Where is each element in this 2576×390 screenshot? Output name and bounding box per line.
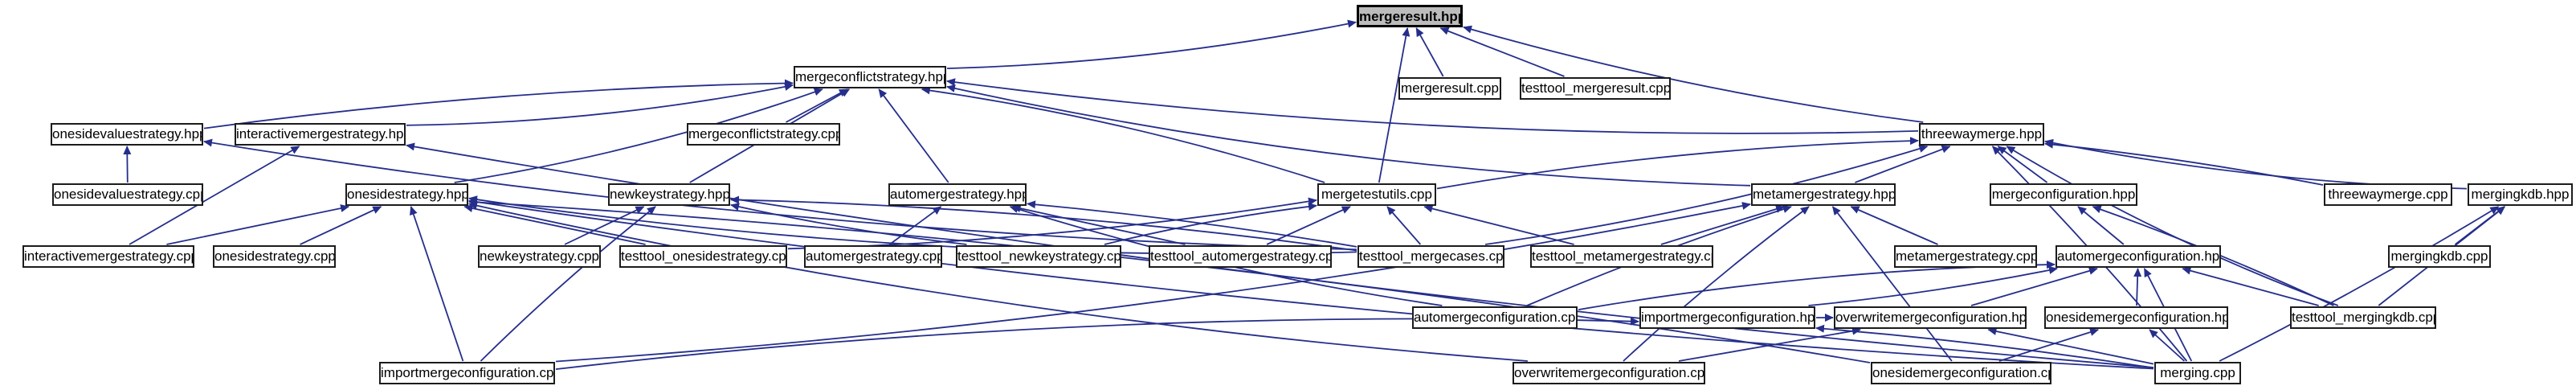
graph-node-metamergestrategy-hpp[interactable]: metamergestrategy.hpp (1751, 183, 1896, 206)
graph-node-testtool_onesidestrategy-cpp[interactable]: testtool_onesidestrategy.cpp (619, 245, 787, 268)
include-edge (1423, 204, 1574, 245)
graph-node-overwritemergeconfiguration-hpp[interactable]: overwritemergeconfiguration.hpp (1834, 306, 2027, 329)
include-edge (1987, 327, 2154, 365)
graph-node-threewaymerge-hpp[interactable]: threewaymerge.hpp (1919, 123, 2044, 146)
include-edge (123, 146, 132, 183)
include-edge (166, 204, 350, 245)
graph-node-mergingkdb-hpp[interactable]: mergingkdb.hpp (2468, 183, 2573, 206)
include-edge (1831, 206, 1953, 362)
include-edge (1660, 205, 1786, 245)
graph-node-onesidemergeconfiguration-cpp[interactable]: onesidemergeconfiguration.cpp (1871, 362, 2051, 384)
graph-node-threewaymerge-cpp[interactable]: threewaymerge.cpp (2324, 183, 2452, 206)
include-edge (203, 79, 794, 129)
graph-node-onesidestrategy-cpp[interactable]: onesidestrategy.cpp (213, 245, 336, 268)
graph-node-interactivemergestrategy-hpp[interactable]: interactivemergestrategy.hpp (235, 123, 406, 146)
graph-node-mergeresult-cpp[interactable]: mergeresult.cpp (1398, 77, 1501, 100)
graph-node-testtool_mergingkdb-cpp[interactable]: testtool_mergingkdb.cpp (2290, 306, 2436, 329)
graph-node-mergeconflictstrategy-hpp[interactable]: mergeconflictstrategy.hpp (794, 66, 946, 88)
include-edge (946, 84, 1751, 187)
graph-node-automergeconfiguration-cpp[interactable]: automergeconfiguration.cpp (1412, 306, 1578, 329)
include-edge (1484, 145, 1929, 245)
include-edge (946, 78, 1919, 134)
graph-node-merging-cpp[interactable]: merging.cpp (2154, 362, 2241, 384)
include-edge (468, 198, 1871, 363)
include-edge (300, 206, 382, 245)
graph-node-interactivemergestrategy-cpp[interactable]: interactivemergestrategy.cpp (22, 245, 194, 268)
include-edge (1415, 27, 1444, 77)
graph-node-onesidevaluestrategy-cpp[interactable]: onesidevaluestrategy.cpp (52, 183, 203, 206)
include-edge (480, 206, 656, 362)
graph-node-automergestrategy-cpp[interactable]: automergestrategy.cpp (804, 245, 942, 268)
include-edge (1850, 206, 1938, 245)
graph-node-automergeconfiguration-hpp[interactable]: automergeconfiguration.hpp (2055, 245, 2221, 268)
include-edge (129, 146, 300, 245)
include-edge (2133, 268, 2142, 306)
graph-node-onesidemergeconfiguration-hpp[interactable]: onesidemergeconfiguration.hpp (2044, 306, 2228, 329)
graph-node-testtool_mergeresult-cpp[interactable]: testtool_mergeresult.cpp (1520, 77, 1671, 100)
graph-node-mergeconfiguration-hpp[interactable]: mergeconfiguration.hpp (1990, 183, 2137, 206)
include-edge (1378, 27, 1410, 183)
include-edge (555, 202, 1751, 363)
graph-node-importmergeconfiguration-hpp[interactable]: importmergeconfiguration.hpp (1639, 306, 1815, 329)
graph-node-importmergeconfiguration-cpp[interactable]: importmergeconfiguration.cpp (379, 362, 555, 384)
include-edge (2219, 206, 2500, 362)
include-edge (410, 206, 464, 362)
include-edge (878, 88, 949, 183)
include-edge (1463, 25, 1924, 123)
graph-node-testtool_mergecases-cpp[interactable]: testtool_mergecases.cpp (1357, 245, 1504, 268)
graph-node-mergeresult-hpp[interactable]: mergeresult.hpp (1357, 5, 1463, 27)
include-edge (406, 83, 794, 126)
include-edge (1104, 202, 1317, 245)
include-edge (2182, 266, 2319, 306)
graph-node-onesidestrategy-hpp[interactable]: onesidestrategy.hpp (345, 183, 468, 206)
include-edge (1855, 145, 1951, 183)
include-edge (1678, 326, 1861, 362)
graph-node-metamergestrategy-cpp[interactable]: metamergestrategy.cpp (1894, 245, 2037, 268)
include-edge (1436, 137, 1919, 190)
include-edge (1266, 206, 1351, 245)
graph-node-overwritemergeconfiguration-cpp[interactable]: overwritemergeconfiguration.cpp (1513, 362, 1705, 384)
include-edge (1998, 328, 2100, 362)
include-edge (1808, 266, 2058, 306)
graph-node-mergingkdb-cpp[interactable]: mergingkdb.cpp (2388, 245, 2491, 268)
include-edge (1027, 200, 1357, 248)
include-edge (1815, 324, 2154, 369)
include-edge (468, 201, 1528, 362)
graph-node-testtool_automergestrategy-cpp[interactable]: testtool_automergestrategy.cpp (1149, 245, 1332, 268)
include-edge (1439, 27, 1565, 77)
include-edge (1997, 146, 2048, 183)
graph-node-mergetestutils-cpp[interactable]: mergetestutils.cpp (1317, 183, 1436, 206)
graph-node-mergeconflictstrategy-cpp[interactable]: mergeconflictstrategy.cpp (687, 123, 840, 146)
include-edge (730, 203, 967, 245)
include-edge (463, 204, 646, 245)
include-edge (888, 206, 942, 245)
include-edge (2006, 146, 2339, 306)
graph-node-newkeystrategy-cpp[interactable]: newkeystrategy.cpp (478, 245, 601, 268)
include-edge (1011, 204, 1186, 245)
graph-node-newkeystrategy-hpp[interactable]: newkeystrategy.hpp (608, 183, 730, 206)
include-edge (2149, 329, 2186, 362)
graph-node-testtool_newkeystrategy-cpp[interactable]: testtool_newkeystrategy.cpp (956, 245, 1121, 268)
include-edge (1578, 261, 2055, 310)
include-edge (2044, 138, 2468, 190)
graph-node-testtool_metamergestrategy-cpp[interactable]: testtool_metamergestrategy.cpp (1530, 245, 1713, 268)
include-edge (454, 88, 823, 183)
graph-node-automergestrategy-hpp[interactable]: automergestrategy.hpp (888, 183, 1027, 206)
include-edge (468, 198, 2154, 370)
include-edge (921, 86, 1325, 183)
include-edge (1623, 206, 1810, 362)
include-edge (2077, 206, 2125, 245)
include-edge (1970, 267, 2098, 306)
include-edge (1386, 206, 1422, 245)
include-edge (786, 88, 848, 123)
include-edge (946, 19, 1357, 69)
include-edge (730, 195, 1357, 252)
graph-node-onesidevaluestrategy-hpp[interactable]: onesidevaluestrategy.hpp (51, 123, 203, 146)
include-edge (564, 206, 645, 245)
